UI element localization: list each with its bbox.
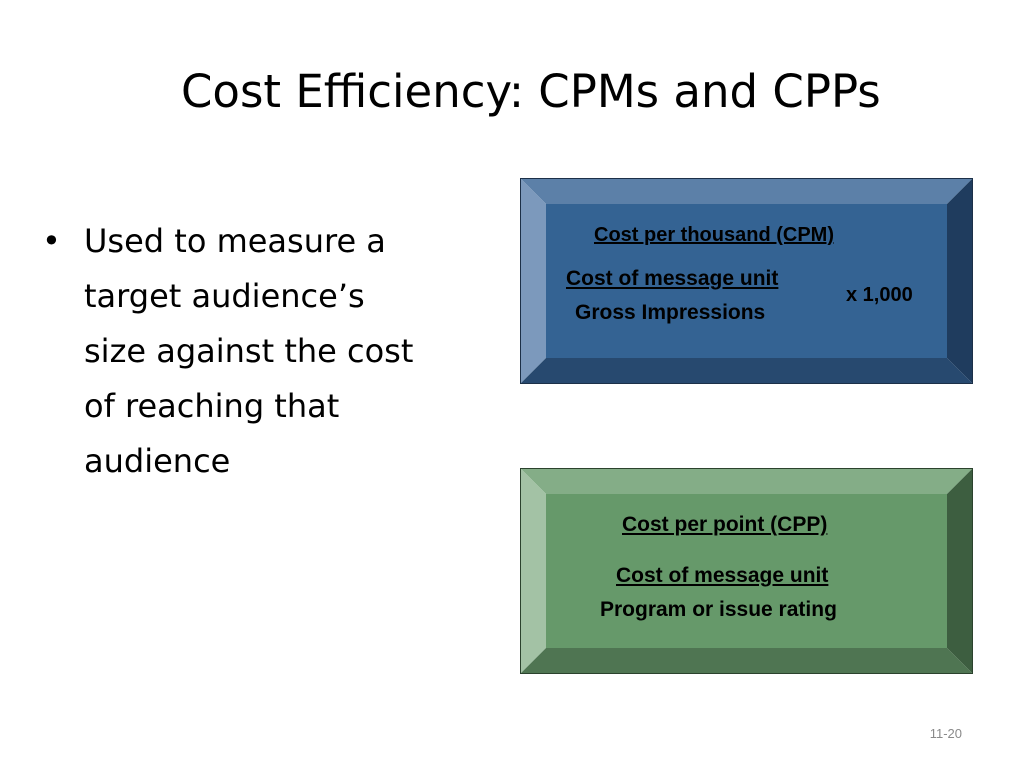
cpm-multiplier: x 1,000	[846, 284, 913, 306]
cpm-box-bevel-graphic	[520, 178, 973, 384]
cpp-heading: Cost per point (CPP)	[622, 513, 828, 536]
bullet-marker: •	[42, 222, 61, 260]
cpm-bevel-right	[947, 178, 973, 384]
slide-number: 11-20	[929, 726, 962, 741]
cpp-bevel-top	[520, 468, 973, 494]
slide-title: Cost Efficiency: CPMs and CPPs	[181, 65, 881, 118]
cpp-bevel-right	[947, 468, 973, 674]
cpp-face	[546, 494, 947, 648]
cpm-bevel-top	[520, 178, 973, 204]
cpp-bevel-bottom	[520, 648, 973, 674]
cpm-face	[546, 204, 947, 358]
cpm-bevel-left	[520, 178, 546, 384]
cpm-formula-box: Cost per thousand (CPM) Cost of message …	[520, 178, 973, 384]
cpm-denominator: Gross Impressions	[575, 301, 766, 324]
cpp-numerator: Cost of message unit	[616, 564, 829, 587]
cpm-numerator: Cost of message unit	[566, 267, 779, 290]
bullet-text: Used to measure a target audience’s size…	[84, 222, 414, 480]
cpp-denominator: Program or issue rating	[600, 598, 837, 621]
cpp-box-bevel-graphic	[520, 468, 973, 674]
cpp-formula-box: Cost per point (CPP) Cost of message uni…	[520, 468, 973, 674]
bullet-list-item: • Used to measure a target audience’s si…	[42, 214, 422, 489]
cpm-heading: Cost per thousand (CPM)	[594, 224, 834, 246]
cpm-bevel-bottom	[520, 358, 973, 384]
cpp-bevel-left	[520, 468, 546, 674]
